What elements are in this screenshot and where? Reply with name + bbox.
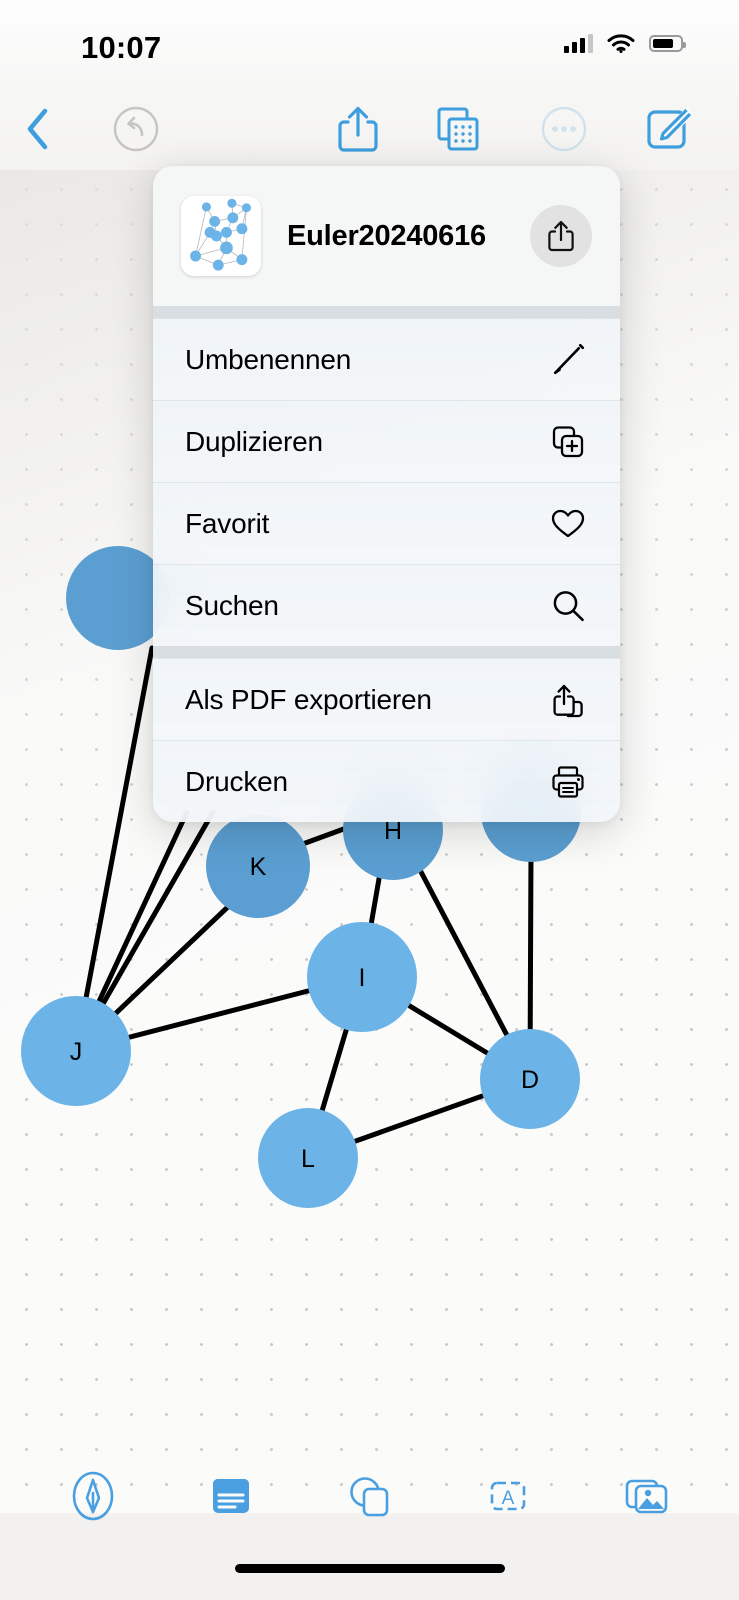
menu-item-favorite[interactable]: Favorit (153, 482, 620, 564)
graph-edge (73, 645, 155, 1054)
note-text-icon (213, 1479, 250, 1513)
pencil-icon (548, 340, 588, 380)
shape-tool[interactable] (338, 1465, 400, 1527)
node-label: L (301, 1145, 315, 1173)
text-tool[interactable]: A (477, 1465, 539, 1527)
top-navigation-bar (0, 88, 739, 170)
status-bar: 10:07 (0, 0, 739, 88)
node-label: J (70, 1038, 83, 1066)
graph-node[interactable]: D (480, 1029, 580, 1129)
graph-node[interactable]: L (258, 1108, 358, 1208)
document-title: Euler20240616 (287, 219, 486, 252)
menu-item-label: Drucken (185, 765, 288, 797)
more-options-button[interactable] (536, 101, 592, 157)
menu-item-label: Duplizieren (185, 425, 323, 457)
menu-item-rename[interactable]: Umbenennen (153, 318, 620, 400)
undo-button[interactable] (108, 101, 164, 157)
printer-icon (548, 762, 588, 802)
graph-node[interactable]: J (21, 996, 131, 1106)
battery-icon (649, 34, 686, 52)
magnifier-icon (548, 586, 588, 626)
export-pdf-icon (548, 680, 588, 720)
menu-group-separator (153, 646, 620, 658)
node-label: H (384, 817, 402, 845)
share-icon (338, 106, 378, 152)
cellular-bars-icon (564, 33, 593, 53)
pen-nib-icon (72, 1471, 114, 1521)
tool-buttons: A (0, 1461, 739, 1531)
node-circle (206, 814, 310, 918)
pages-button[interactable] (430, 101, 486, 157)
node-circle (66, 546, 170, 650)
header-share-button[interactable] (530, 205, 592, 267)
text-box-icon: A (490, 1481, 525, 1511)
menu-item-duplicate[interactable]: Duplizieren (153, 400, 620, 482)
graph-node[interactable]: K (206, 814, 310, 918)
node-circle (21, 996, 131, 1106)
pages-icon (437, 107, 479, 151)
draw-tool[interactable] (62, 1465, 124, 1527)
wifi-icon (607, 34, 635, 53)
menu-group-separator (153, 306, 620, 318)
home-indicator (234, 1564, 505, 1573)
svg-text:A: A (501, 1488, 514, 1509)
shapes-icon (350, 1477, 389, 1517)
document-thumbnail (181, 196, 261, 276)
node-label: K (250, 853, 267, 881)
graph-node[interactable] (66, 546, 170, 650)
undo-icon (113, 106, 159, 152)
status-indicators (564, 33, 686, 53)
share-icon (548, 220, 574, 252)
node-label: D (521, 1066, 539, 1094)
back-button[interactable] (10, 101, 66, 157)
chevron-left-icon (27, 108, 48, 150)
menu-item-label: Favorit (185, 507, 270, 539)
media-photos-icon (625, 1479, 668, 1514)
more-ellipsis-icon (541, 106, 587, 152)
node-label: I (359, 964, 366, 992)
menu-item-export-pdf[interactable]: Als PDF exportieren (153, 658, 620, 740)
context-menu-header: Euler20240616 (153, 166, 620, 306)
compose-icon (647, 105, 693, 149)
compose-button[interactable] (641, 101, 697, 157)
media-tool[interactable] (615, 1465, 677, 1527)
status-time: 10:07 (81, 30, 162, 65)
menu-item-search[interactable]: Suchen (153, 564, 620, 646)
node-circle (258, 1108, 358, 1208)
thumbnail-graph-icon (190, 198, 251, 271)
graph-node[interactable]: I (307, 922, 417, 1032)
node-circle (480, 1029, 580, 1129)
share-button[interactable] (330, 101, 386, 157)
menu-item-label: Umbenennen (185, 343, 352, 375)
bottom-toolbar: A (0, 1433, 739, 1600)
duplicate-icon (548, 422, 588, 462)
menu-item-label: Suchen (185, 589, 279, 621)
menu-item-print[interactable]: Drucken (153, 740, 620, 822)
document-context-menu[interactable]: Euler20240616 Umbenennen Duplizieren (153, 166, 620, 822)
menu-item-label: Als PDF exportieren (185, 683, 432, 715)
heart-icon (548, 504, 588, 544)
node-circle (307, 922, 417, 1032)
note-tool[interactable] (200, 1465, 262, 1527)
